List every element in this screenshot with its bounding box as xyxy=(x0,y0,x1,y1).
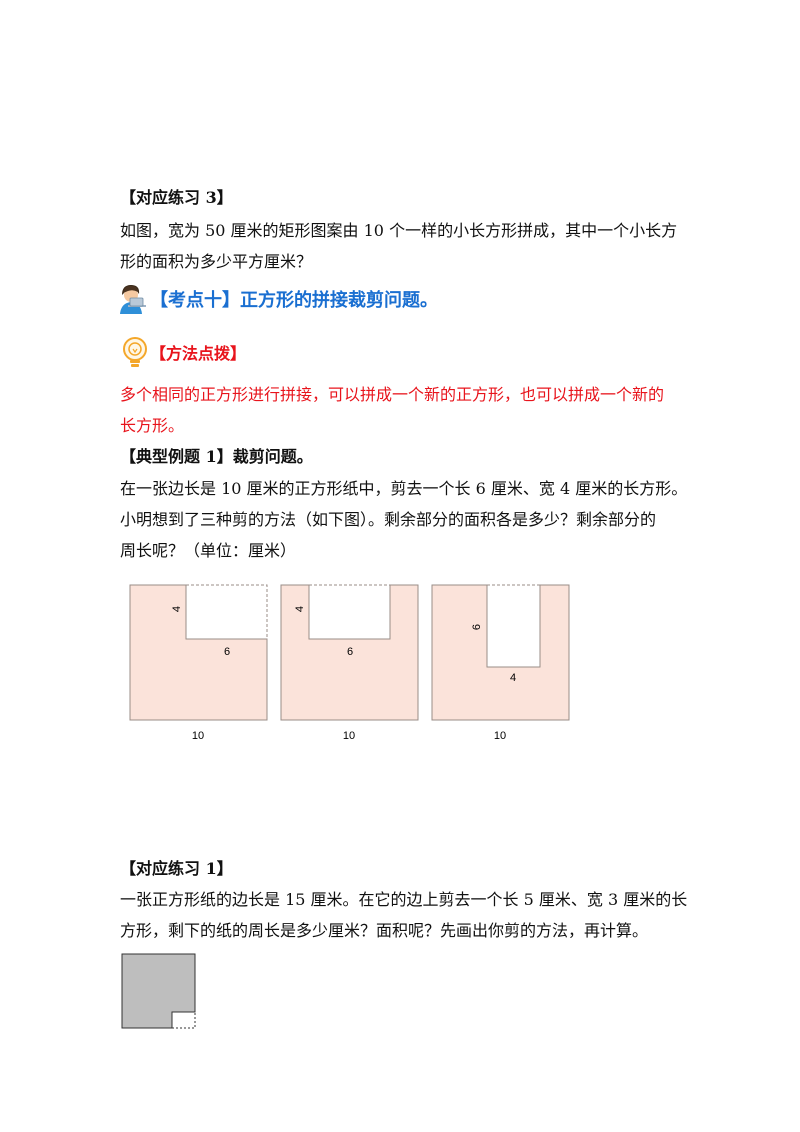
figure-3-shape xyxy=(431,584,570,721)
figure-3-side-label: 10 xyxy=(494,730,506,742)
practice1-heading: 【对应练习 1】 xyxy=(120,859,233,878)
topic-title: 【考点十】正方形的拼接裁剪问题。 xyxy=(150,290,438,311)
figure-1-side-label: 10 xyxy=(192,730,204,742)
practice1-square-shape xyxy=(121,953,196,1029)
cut-figures: 4 6 10 4 6 10 6 4 10 xyxy=(129,584,570,742)
figure-3-width-label: 4 xyxy=(510,672,516,684)
figure-corner-cut: 4 6 10 xyxy=(129,584,268,742)
example1-line-3: 周长呢？（单位：厘米） xyxy=(120,541,297,560)
figure-tall-notch: 6 4 10 xyxy=(431,584,570,742)
example1-line-2: 小明想到了三种剪的方法（如下图）。剩余部分的面积各是多少？剩余部分的 xyxy=(120,510,657,529)
figure-2-width-label: 6 xyxy=(347,646,353,658)
practice3-line-1: 如图，宽为 50 厘米的矩形图案由 10 个一样的小长方形拼成，其中一个小长方 xyxy=(120,221,678,240)
practice1-square-figure xyxy=(121,953,196,1029)
figure-2-side-label: 10 xyxy=(343,730,355,742)
figure-3-height-label: 6 xyxy=(471,624,483,630)
figure-1-height-label: 4 xyxy=(171,606,183,612)
figure-1-cut-outline xyxy=(186,584,268,639)
practice3-line-2: 形的面积为多少平方厘米？ xyxy=(120,252,313,271)
figure-2-height-label: 4 xyxy=(294,606,306,612)
example1-heading: 【典型例题 1】裁剪问题。 xyxy=(120,447,313,466)
practice1-cut-outline xyxy=(171,1012,196,1029)
lightbulb-icon xyxy=(120,335,150,369)
figure-1-shape xyxy=(129,584,268,721)
method-title: 【方法点拨】 xyxy=(150,344,247,363)
practice1-line-2: 方形，剩下的纸的周长是多少厘米？面积呢？先画出你剪的方法，再计算。 xyxy=(120,921,649,940)
example1-line-1: 在一张边长是 10 厘米的正方形纸中，剪去一个长 6 厘米、宽 4 厘米的长方形… xyxy=(120,479,688,498)
figure-1-width-label: 6 xyxy=(224,646,230,658)
figure-middle-notch: 4 6 10 xyxy=(280,584,419,742)
practice1-line-1: 一张正方形纸的边长是 15 厘米。在它的边上剪去一个长 5 厘米、宽 3 厘米的… xyxy=(120,890,688,909)
student-at-laptop-icon xyxy=(116,281,148,315)
method-line-2: 长方形。 xyxy=(120,416,185,435)
method-line-1: 多个相同的正方形进行拼接，可以拼成一个新的正方形，也可以拼成一个新的 xyxy=(120,385,665,404)
practice3-heading: 【对应练习 3】 xyxy=(120,188,233,207)
